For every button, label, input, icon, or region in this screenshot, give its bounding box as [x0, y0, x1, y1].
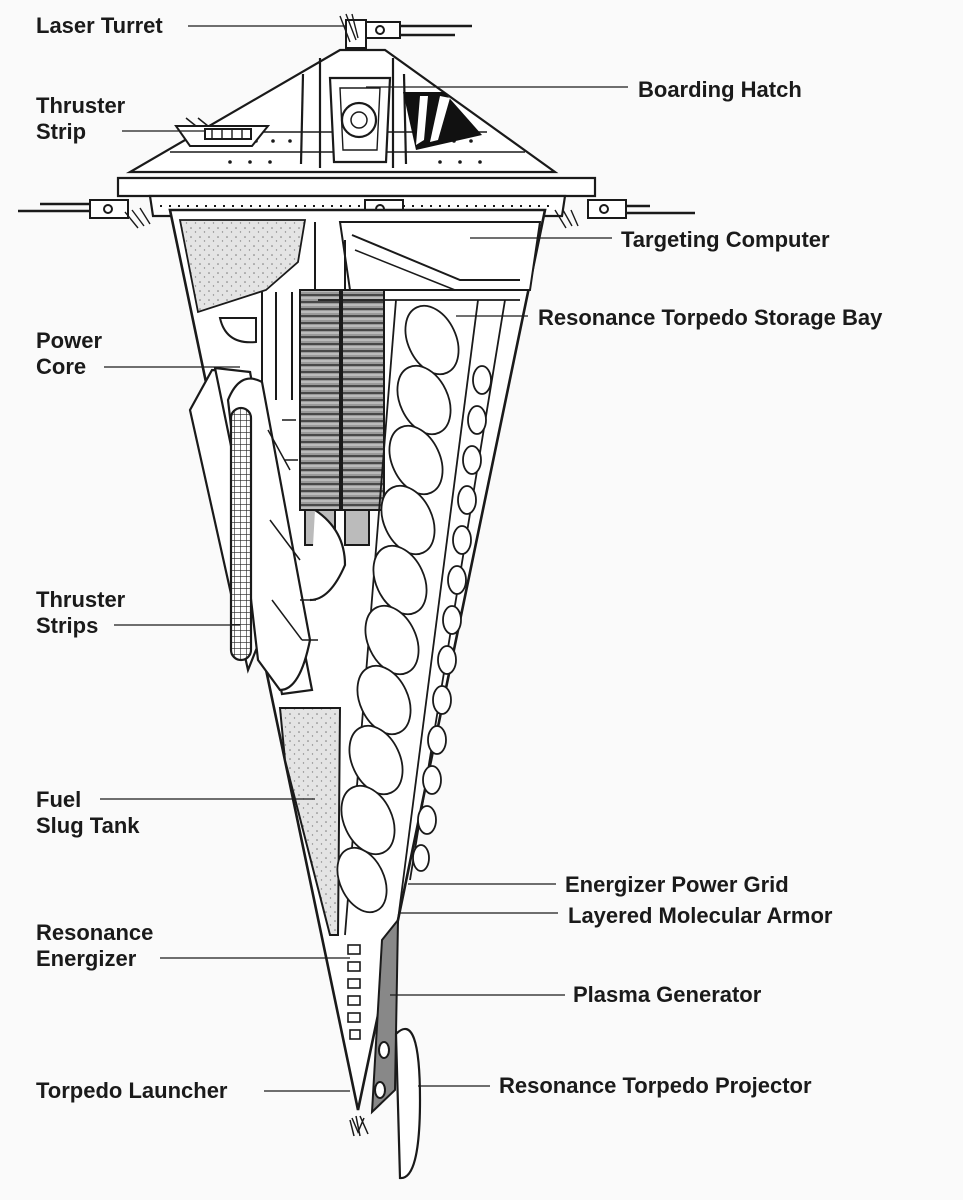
laser-turret	[339, 13, 472, 49]
side-thruster-strips	[188, 366, 347, 696]
label-thruster-strip-line2: Strip	[36, 119, 87, 144]
targeting-computer	[314, 221, 542, 299]
label-torpedo-storage-bay: Resonance Torpedo Storage Bay	[538, 305, 883, 330]
label-resonance-energizer-line2: Energizer	[36, 946, 137, 971]
label-fuel-slug-tank-line2: Slug Tank	[36, 813, 140, 838]
side-turret-left	[18, 199, 151, 229]
label-thruster-strips: Thruster Strips	[36, 587, 125, 639]
label-resonance-energizer: Resonance Energizer	[36, 920, 153, 972]
label-thruster-strips-line2: Strips	[36, 613, 99, 638]
label-layered-molecular-armor: Layered Molecular Armor	[568, 903, 833, 928]
energizer-power-grid	[412, 365, 492, 872]
label-resonance-energizer-line1: Resonance	[36, 920, 154, 945]
label-power-core: Power Core	[36, 328, 102, 380]
torpedo-launcher	[349, 1115, 369, 1137]
label-fuel-slug-tank: Fuel Slug Tank	[36, 787, 140, 839]
fuel-slug-tank	[278, 707, 342, 936]
label-boarding-hatch: Boarding Hatch	[638, 77, 802, 102]
label-thruster-strip: Thruster Strip	[36, 93, 125, 145]
resonance-energizer	[347, 944, 361, 1040]
leader-lines	[100, 25, 628, 1092]
boarding-hatch	[403, 92, 482, 150]
label-power-core-line1: Power	[36, 328, 103, 353]
plasma-generator	[370, 917, 400, 1115]
label-fuel-slug-tank-line1: Fuel	[36, 787, 82, 812]
power-core	[218, 289, 385, 546]
label-laser-turret: Laser Turret	[36, 13, 163, 38]
side-turret-right	[554, 199, 695, 229]
label-thruster-strip-line1: Thruster	[36, 93, 126, 118]
upper-fuel-fill	[178, 219, 307, 314]
top-dome	[125, 48, 559, 174]
label-thruster-strips-line1: Thruster	[36, 587, 126, 612]
label-energizer-power-grid: Energizer Power Grid	[565, 872, 789, 897]
label-power-core-line2: Core	[36, 354, 87, 379]
label-plasma-generator: Plasma Generator	[573, 982, 762, 1007]
torpedo-storage-bay	[336, 304, 460, 914]
torpedo-projector	[394, 1027, 422, 1180]
label-torpedo-projector: Resonance Torpedo Projector	[499, 1073, 812, 1098]
label-torpedo-launcher: Torpedo Launcher	[36, 1078, 228, 1103]
label-targeting-computer: Targeting Computer	[621, 227, 830, 252]
